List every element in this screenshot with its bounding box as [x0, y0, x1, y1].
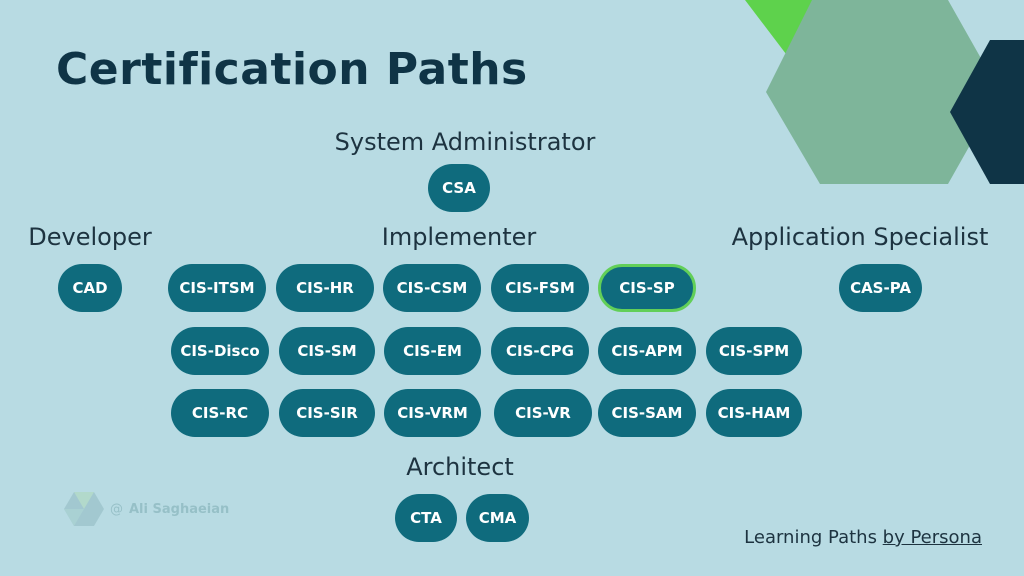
cert-cis-itsm-button[interactable]: CIS-ITSM: [168, 264, 266, 312]
heading-implementer: Implementer: [381, 223, 537, 251]
cert-cta-button[interactable]: CTA: [395, 494, 457, 542]
cert-cis-sir-button[interactable]: CIS-SIR: [279, 389, 375, 437]
watermark: @ Ali Saghaeian: [64, 492, 229, 526]
footer-by-persona-link[interactable]: by Persona: [882, 527, 982, 548]
heading-system-administrator: System Administrator: [334, 128, 596, 156]
footer-prefix: Learning Paths: [744, 527, 883, 548]
watermark-author-name: Ali Saghaeian: [129, 501, 230, 517]
cert-cas-pa-button[interactable]: CAS-PA: [839, 264, 922, 312]
heading-architect: Architect: [406, 453, 514, 481]
sage-hexagon-shape: [766, 0, 1000, 184]
cert-cis-hr-button[interactable]: CIS-HR: [276, 264, 374, 312]
cert-cis-apm-button[interactable]: CIS-APM: [598, 327, 696, 375]
cert-cis-sam-button[interactable]: CIS-SAM: [598, 389, 696, 437]
heading-developer: Developer: [28, 223, 152, 251]
cert-csa-button[interactable]: CSA: [428, 164, 490, 212]
cert-cis-disco-button[interactable]: CIS-Disco: [171, 327, 269, 375]
cert-cis-vrm-button[interactable]: CIS-VRM: [384, 389, 481, 437]
cert-cis-sp-button[interactable]: CIS-SP: [598, 264, 696, 312]
navy-hexagon-shape: [950, 40, 1024, 184]
cert-cma-button[interactable]: CMA: [466, 494, 529, 542]
cert-cis-ham-button[interactable]: CIS-HAM: [706, 389, 802, 437]
heading-application-specialist: Application Specialist: [731, 223, 989, 251]
cert-cad-button[interactable]: CAD: [58, 264, 122, 312]
cert-cis-em-button[interactable]: CIS-EM: [384, 327, 481, 375]
cert-cis-spm-button[interactable]: CIS-SPM: [706, 327, 802, 375]
watermark-at-symbol: @: [110, 501, 123, 517]
cert-cis-csm-button[interactable]: CIS-CSM: [383, 264, 481, 312]
cert-cis-vr-button[interactable]: CIS-VR: [494, 389, 592, 437]
cert-cis-fsm-button[interactable]: CIS-FSM: [491, 264, 589, 312]
footer-caption: Learning Paths by Persona: [744, 527, 982, 548]
page-title: Certification Paths: [56, 44, 528, 95]
cert-cis-cpg-button[interactable]: CIS-CPG: [491, 327, 589, 375]
hexagon-logo-icon: [64, 492, 104, 526]
cert-cis-sm-button[interactable]: CIS-SM: [279, 327, 375, 375]
cert-cis-rc-button[interactable]: CIS-RC: [171, 389, 269, 437]
